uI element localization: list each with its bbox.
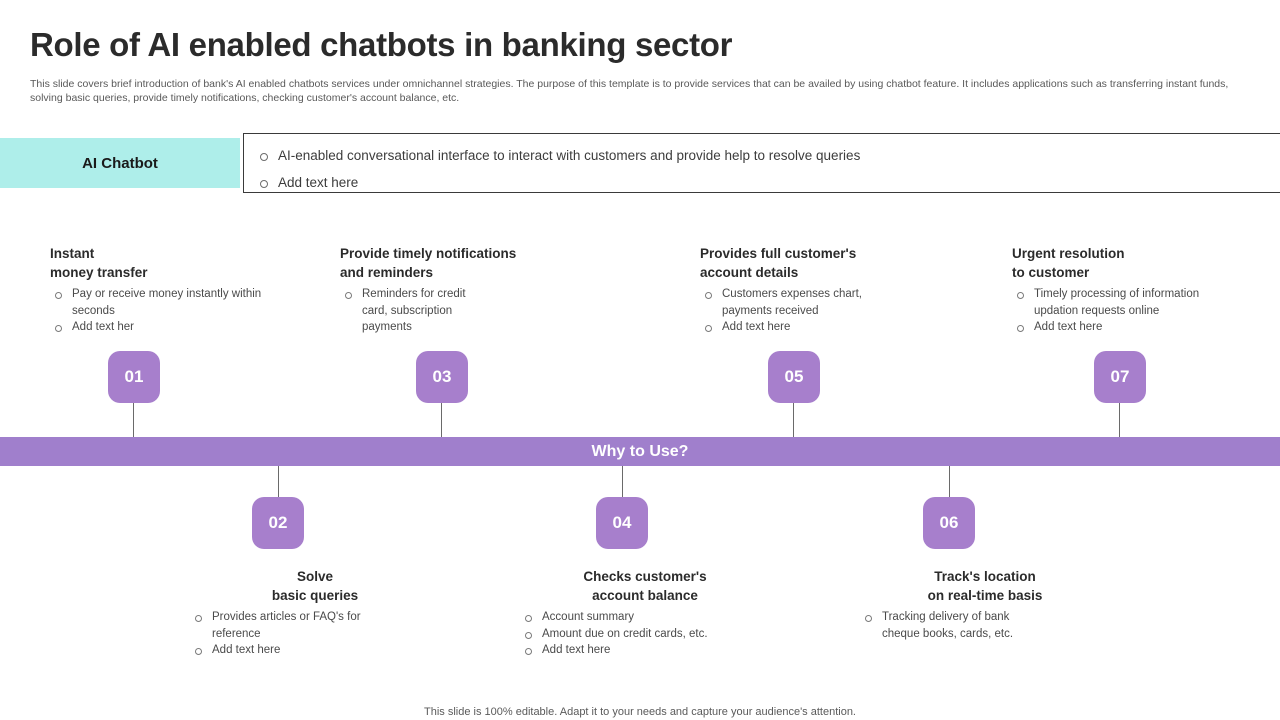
connector-line-01 (133, 403, 134, 438)
step-badge-01[interactable]: 01 (108, 351, 160, 403)
step-badge-05[interactable]: 05 (768, 351, 820, 403)
connector-line-02 (278, 466, 279, 497)
column-title: Checks customer's account balance (583, 569, 707, 603)
list-item: AI-enabled conversational interface to i… (244, 142, 1280, 169)
page-subtitle: This slide covers brief introduction of … (30, 78, 1229, 104)
list-item: Provides articles or FAQ's for reference (190, 609, 370, 642)
top-column-03: Provide timely notifications and reminde… (340, 244, 590, 336)
connector-line-07 (1119, 403, 1120, 438)
step-badge-06[interactable]: 06 (923, 497, 975, 549)
column-title: Instant money transfer (50, 246, 148, 280)
step-badge-04[interactable]: 04 (596, 497, 648, 549)
column-bullet-list: Pay or receive money instantly within se… (50, 286, 300, 336)
column-bullet-list: Provides articles or FAQ's for reference… (190, 609, 440, 659)
step-badge-02[interactable]: 02 (252, 497, 304, 549)
connector-line-03 (441, 403, 442, 438)
step-badge-03[interactable]: 03 (416, 351, 468, 403)
top-column-01: Instant money transfer Pay or receive mo… (50, 244, 300, 336)
list-item: Add text here (700, 319, 950, 336)
list-item: Reminders for credit card, subscription … (340, 286, 470, 336)
column-title: Provides full customer's account details (700, 246, 857, 280)
connector-line-06 (949, 466, 950, 497)
column-title: Provide timely notifications and reminde… (340, 246, 517, 280)
list-item: Add text here (1012, 319, 1262, 336)
column-bullet-list: Timely processing of information updatio… (1012, 286, 1262, 336)
bottom-column-04: Checks customer's account balance Accoun… (520, 567, 770, 659)
column-bullet-list: Tracking delivery of bank cheque books, … (860, 609, 1110, 642)
column-bullet-list: Reminders for credit card, subscription … (340, 286, 590, 336)
list-item: Add text here (190, 642, 440, 659)
list-item: Add text here (520, 642, 770, 659)
list-item: Add text here (244, 169, 1280, 196)
ai-chatbot-banner-row: AI Chatbot AI-enabled conversational int… (0, 133, 1280, 193)
ai-chatbot-label: AI Chatbot (0, 138, 240, 188)
list-item: Timely processing of information updatio… (1012, 286, 1227, 319)
column-title: Track's location on real-time basis (927, 569, 1043, 603)
step-badge-07[interactable]: 07 (1094, 351, 1146, 403)
ai-chatbot-description-box: AI-enabled conversational interface to i… (243, 133, 1280, 193)
list-item: Account summary (520, 609, 770, 626)
list-item: Amount due on credit cards, etc. (520, 626, 770, 643)
ai-chatbot-bullet-list: AI-enabled conversational interface to i… (244, 142, 1280, 196)
column-title: Urgent resolution to customer (1012, 246, 1125, 280)
why-to-use-label: Why to Use? (591, 442, 689, 460)
column-bullet-list: Customers expenses chart, payments recei… (700, 286, 950, 336)
bottom-column-02: Solve basic queries Provides articles or… (190, 567, 440, 659)
page-title: Role of AI enabled chatbots in banking s… (30, 26, 733, 63)
list-item: Add text her (50, 319, 300, 336)
footer-note: This slide is 100% editable. Adapt it to… (424, 706, 856, 718)
connector-line-05 (793, 403, 794, 438)
column-bullet-list: Account summary Amount due on credit car… (520, 609, 770, 659)
list-item: Tracking delivery of bank cheque books, … (860, 609, 1025, 642)
top-column-05: Provides full customer's account details… (700, 244, 950, 336)
connector-line-04 (622, 466, 623, 497)
why-to-use-bar: Why to Use? (0, 437, 1280, 466)
list-item: Customers expenses chart, payments recei… (700, 286, 890, 319)
top-column-07: Urgent resolution to customer Timely pro… (1012, 244, 1262, 336)
list-item: Pay or receive money instantly within se… (50, 286, 300, 319)
bottom-column-06: Track's location on real-time basis Trac… (860, 567, 1110, 642)
column-title: Solve basic queries (271, 569, 359, 603)
